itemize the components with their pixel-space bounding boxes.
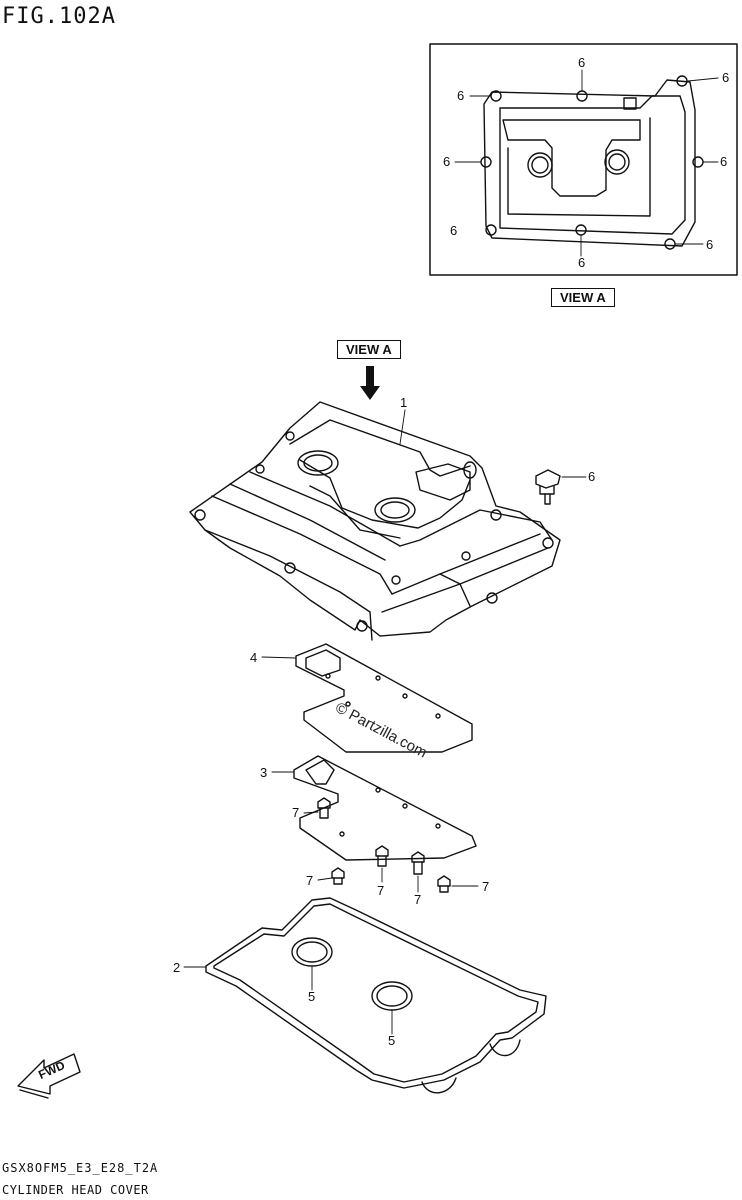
callout-inset-right: 6 [720,154,728,169]
callout-inset-lower-left: 6 [450,223,458,238]
diagram-title: CYLINDER HEAD COVER [2,1183,149,1197]
callout-inset-top: 6 [578,55,586,70]
view-a-pointer-label: VIEW A [337,340,401,359]
view-a-inset-cover [480,75,704,250]
callout-gasket-3: 3 [260,765,268,780]
callout-gasket-4: 4 [250,650,258,665]
cover-bolt [535,469,561,505]
callout-bolt-6: 6 [588,469,596,484]
callout-bolt-7e: 7 [482,879,490,894]
figure-title: FIG.102A [2,4,116,29]
callout-gasket-2: 2 [173,960,181,975]
callout-seal-5a: 5 [308,989,316,1004]
callout-seal-5b: 5 [388,1033,396,1048]
view-a-leader-lines [454,69,719,257]
view-a-inset-frame [429,43,738,276]
callout-cover: 1 [400,395,408,410]
callout-inset-upper-left: 6 [457,88,465,103]
callout-inset-bottom-right: 6 [706,237,714,252]
leader-gasket-4 [261,656,297,659]
callout-inset-bottom: 6 [578,255,586,270]
model-code: GSX8OFM5_E3_E28_T2A [2,1161,159,1175]
cylinder-head-cover [189,401,561,641]
leader-cover [399,409,406,445]
small-bolt-leaders [303,811,479,893]
gasket-plate-4 [295,643,473,753]
view-a-caption: VIEW A [551,288,615,307]
gasket-seal-leaders [183,965,393,1035]
callout-bolt-7d: 7 [414,892,422,907]
callout-bolt-7c: 7 [377,883,385,898]
callout-inset-left: 6 [443,154,451,169]
fwd-arrow [17,1053,81,1099]
cover-gasket-2 [205,897,547,1094]
callout-bolt-7b: 7 [306,873,314,888]
small-bolts-7 [317,797,451,893]
callout-inset-top-right: 6 [722,70,730,85]
gasket-plate-3 [293,755,477,861]
callout-bolt-7a: 7 [292,805,300,820]
view-a-arrow [360,366,380,400]
